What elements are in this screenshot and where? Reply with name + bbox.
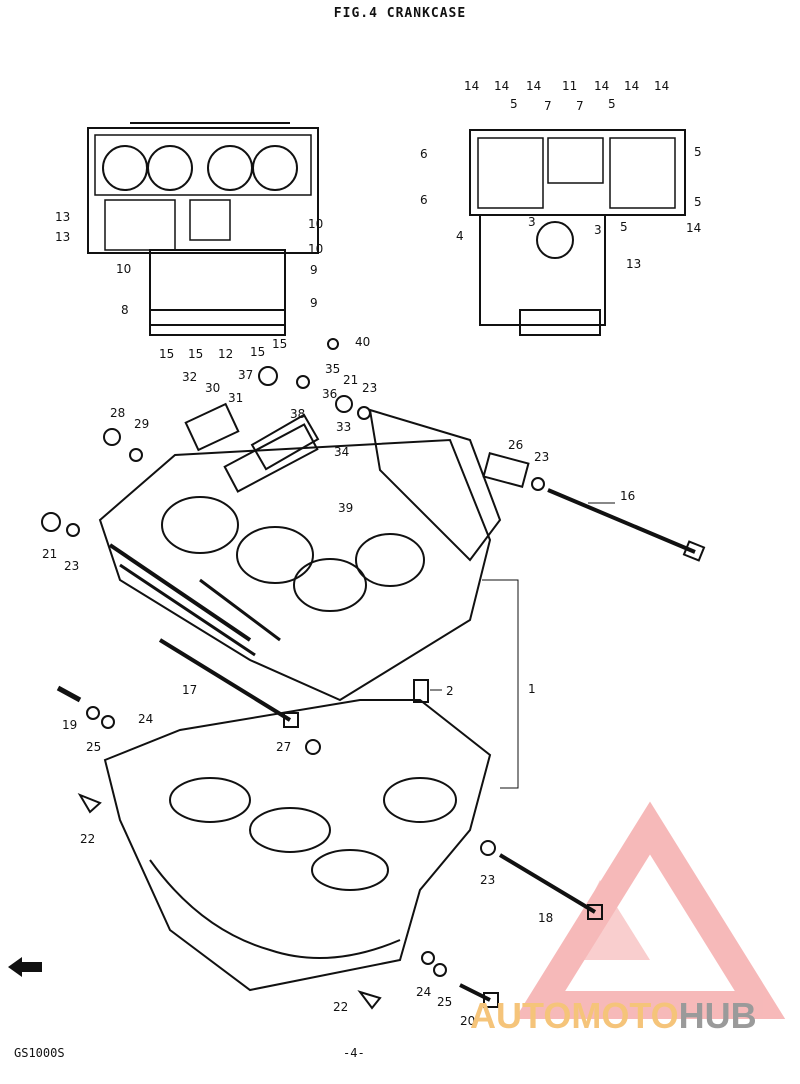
- watermark-hub: HUB: [678, 995, 757, 1036]
- watermark-logo: [514, 801, 786, 1019]
- callout-label: 14: [654, 79, 669, 93]
- callout-label: 29: [134, 417, 149, 431]
- callout-label: 15: [272, 337, 287, 351]
- callout-label: 21: [42, 547, 57, 561]
- front-arrow-icon: [8, 957, 42, 977]
- callout-label: 5: [694, 145, 702, 159]
- callout-label: 21: [343, 373, 358, 387]
- callout-label: 10: [308, 217, 323, 231]
- callout-label: 13: [55, 210, 70, 224]
- callout-label: 8: [121, 303, 129, 317]
- leader-lines: [430, 502, 615, 789]
- callout-label: 10: [116, 262, 131, 276]
- upper-case-top-view: [87, 122, 319, 336]
- callout-label: 25: [86, 740, 101, 754]
- callout-label: 24: [416, 985, 431, 999]
- callout-label: 17: [182, 683, 197, 697]
- callout-label: 32: [182, 370, 197, 384]
- callout-label: 6: [420, 193, 428, 207]
- callout-label: 35: [325, 362, 340, 376]
- callout-label: 18: [538, 911, 553, 925]
- callout-label: 22: [80, 832, 95, 846]
- callout-label: 2: [446, 684, 454, 698]
- callout-label: 3: [528, 215, 536, 229]
- callout-label: 15: [250, 345, 265, 359]
- callout-label: 33: [336, 420, 351, 434]
- callout-label: 1: [528, 682, 536, 696]
- callout-label: 14: [594, 79, 609, 93]
- callout-label: 7: [576, 99, 584, 113]
- callout-label: 14: [464, 79, 479, 93]
- callout-label: 37: [238, 368, 253, 382]
- lower-case-top-view: [469, 129, 686, 336]
- callout-label: 40: [355, 335, 370, 349]
- callout-label: 22: [333, 1000, 348, 1014]
- lower-crankcase: [103, 699, 492, 992]
- watermark-auto: AUTOMOTO: [470, 995, 679, 1036]
- callout-label: 14: [526, 79, 541, 93]
- callout-label: 9: [310, 296, 318, 310]
- callout-label: 10: [308, 242, 323, 256]
- callout-labels: 1 2 16 17 18 19 20 21 22 23 24 25 26 27 …: [42, 79, 702, 1028]
- callout-label: 3: [594, 223, 602, 237]
- callout-label: 20: [460, 1014, 475, 1028]
- callout-label: 15: [159, 347, 174, 361]
- callout-label: 4: [456, 229, 464, 243]
- watermark-text: AUTOMOTOHUB: [470, 996, 757, 1036]
- callout-label: 11: [562, 79, 577, 93]
- callout-label: 19: [62, 718, 77, 732]
- callout-label: 23: [480, 873, 495, 887]
- callout-label: 6: [420, 147, 428, 161]
- callout-label: 34: [334, 445, 349, 459]
- callout-label: 9: [310, 263, 318, 277]
- callout-label: 14: [624, 79, 639, 93]
- callout-label: 5: [620, 220, 628, 234]
- callout-label: 5: [510, 97, 518, 111]
- callout-label: 12: [218, 347, 233, 361]
- callout-label: 15: [188, 347, 203, 361]
- callout-label: 16: [620, 489, 635, 503]
- callout-label: 30: [205, 381, 220, 395]
- figure-title: FIG.4 CRANKCASE: [333, 6, 467, 21]
- bolts-and-parts: [41, 338, 706, 1010]
- callout-label: 27: [276, 740, 291, 754]
- callout-label: 5: [608, 97, 616, 111]
- callout-label: 28: [110, 406, 125, 420]
- callout-label: 13: [626, 257, 641, 271]
- callout-label: 36: [322, 387, 337, 401]
- upper-crankcase: [98, 408, 502, 702]
- callout-label: 13: [55, 230, 70, 244]
- callout-label: 25: [437, 995, 452, 1009]
- callout-label: 26: [508, 438, 523, 452]
- callout-label: 23: [64, 559, 79, 573]
- page-number: -4-: [343, 1046, 365, 1060]
- callout-label: 14: [494, 79, 509, 93]
- callout-label: 38: [290, 407, 305, 421]
- callout-label: 39: [338, 501, 353, 515]
- callout-label: 24: [138, 712, 153, 726]
- model-code: GS1000S: [14, 1046, 65, 1060]
- callout-label: 5: [694, 195, 702, 209]
- callout-label: 31: [228, 391, 243, 405]
- callout-label: 23: [534, 450, 549, 464]
- callout-label: 23: [362, 381, 377, 395]
- callout-label: 14: [686, 221, 701, 235]
- callout-label: 7: [544, 99, 552, 113]
